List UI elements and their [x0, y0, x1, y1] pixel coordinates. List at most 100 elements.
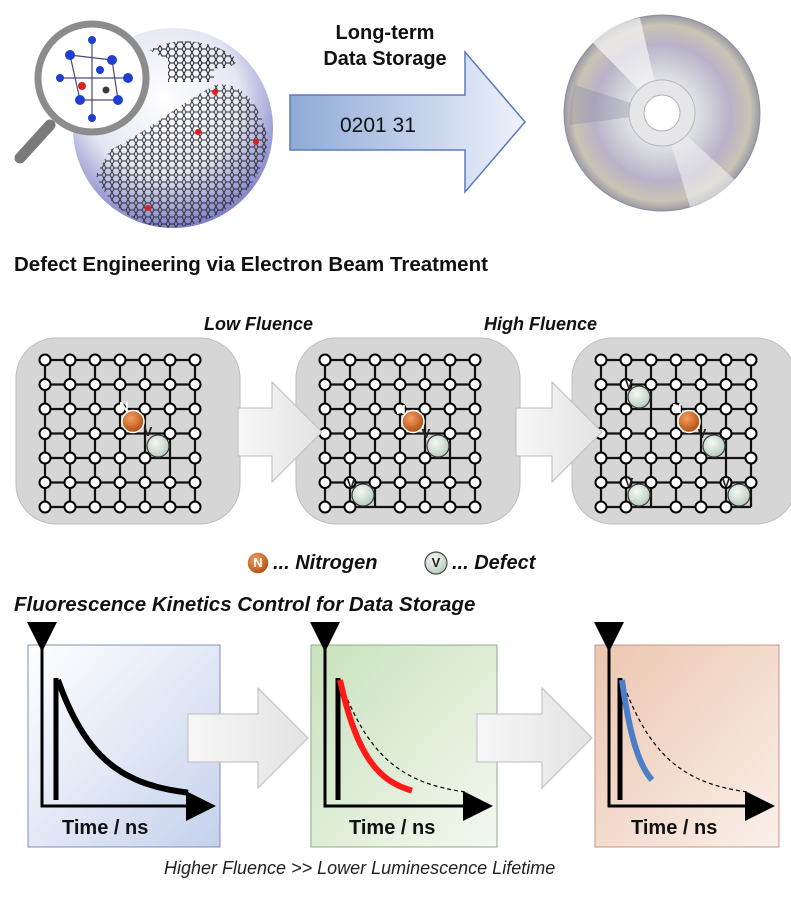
panel3-xlabel: Time / ns	[631, 817, 718, 839]
lattice-atom	[138, 500, 152, 514]
lattice-atom	[63, 427, 77, 440]
lattice-atom	[619, 451, 633, 465]
lattice-atom	[468, 427, 482, 440]
lattice-atom	[669, 451, 683, 465]
lattice-atom	[343, 402, 357, 416]
defect-site	[627, 385, 651, 409]
decay-curve-3	[619, 679, 655, 782]
lattice-atom	[188, 500, 202, 514]
lattice-atom	[719, 378, 733, 391]
lattice-atom	[188, 353, 202, 367]
arrow-title-line1: Long-term	[335, 22, 435, 44]
nitrogen-atom	[677, 409, 701, 434]
lattice-atom	[744, 402, 758, 416]
lattice-atom	[88, 427, 102, 440]
lattice-atom	[163, 353, 177, 367]
lattice-atom	[669, 402, 683, 416]
lattice-atom	[694, 402, 708, 416]
lattice-atom	[88, 500, 102, 514]
lattice-atom	[669, 500, 683, 514]
decay-curve-2	[337, 679, 413, 794]
lattice-atom	[443, 476, 457, 489]
lattice-atom	[113, 402, 127, 416]
lattice3-nitrogen-symbol: N	[672, 401, 682, 416]
lattice3-defect-symbol-3: V	[624, 475, 634, 490]
lattice-atom	[88, 353, 102, 367]
lattice-atom	[594, 378, 608, 391]
compact-disc-icon	[563, 14, 761, 212]
lattice-atom	[38, 500, 52, 514]
lattice-atom	[619, 402, 633, 416]
lattice-atom	[343, 353, 357, 367]
lattice-atom	[63, 378, 77, 391]
lattice-atom	[318, 378, 332, 391]
lattice-atom	[443, 427, 457, 440]
legend-defect-marker	[424, 551, 448, 575]
lattice-atom	[113, 500, 127, 514]
lattice-atom	[619, 427, 633, 440]
plot-axes-3	[594, 622, 775, 821]
nitrogen-atom	[401, 409, 425, 434]
lattice-atom	[694, 500, 708, 514]
lattice-atom	[63, 402, 77, 416]
lattice-arrow-1	[237, 380, 323, 484]
arrow-title-line2: Data Storage	[323, 48, 447, 70]
lattice-atom	[644, 427, 658, 440]
lattice-atom	[368, 451, 382, 465]
lattice-atom	[188, 402, 202, 416]
lattice-atom	[38, 427, 52, 440]
lattice-atom	[619, 476, 633, 489]
lattice-atom	[368, 476, 382, 489]
lattice-atom	[744, 378, 758, 391]
lattice-atom	[188, 451, 202, 465]
lattice3-defect-symbol-2: V	[697, 426, 707, 441]
lattice-atom	[88, 451, 102, 465]
lattice-atom	[669, 378, 683, 391]
defect-site	[627, 483, 651, 507]
lattice-atom	[343, 451, 357, 465]
lattice-atom	[443, 402, 457, 416]
legend-defect-text: ... Defect	[452, 552, 536, 574]
lattice-atom	[694, 353, 708, 367]
lattice-atom	[318, 500, 332, 514]
storage-arrow	[289, 49, 526, 195]
lattice-atom	[594, 451, 608, 465]
lattice-atom	[88, 476, 102, 489]
lattice1-nitrogen-symbol: N	[119, 399, 129, 414]
lattice-atom	[418, 476, 432, 489]
lattice-atom	[644, 451, 658, 465]
lattice-atom	[594, 353, 608, 367]
lattice-atom	[418, 451, 432, 465]
lattice-atom	[38, 451, 52, 465]
lattice-atom	[318, 402, 332, 416]
lattice-atom	[318, 476, 332, 489]
lattice-atom	[138, 353, 152, 367]
lattice-atom	[669, 427, 683, 440]
lattice-panels	[15, 337, 791, 525]
lattice-atom	[443, 353, 457, 367]
lattice-atom	[113, 378, 127, 391]
lattice-atom	[719, 476, 733, 489]
lattice-atom	[38, 476, 52, 489]
lattice-atom	[163, 500, 177, 514]
lattice-atom	[138, 476, 152, 489]
lattice-atom	[719, 353, 733, 367]
lattice-atom	[744, 353, 758, 367]
lattice-atom	[343, 476, 357, 489]
lattice-atom	[669, 476, 683, 489]
lattice-atom	[343, 378, 357, 391]
reference-decay-2	[339, 679, 469, 793]
lattice-atom	[468, 402, 482, 416]
lattice-atom	[318, 353, 332, 367]
lattice2-nitrogen-symbol: N	[396, 402, 406, 417]
defect-site	[727, 483, 751, 507]
lattice-atom	[719, 500, 733, 514]
lattice-atom	[138, 378, 152, 391]
lattice-atom	[163, 378, 177, 391]
lattice-atom	[468, 476, 482, 489]
lattice-atom	[644, 353, 658, 367]
legend-nitrogen-text: ... Nitrogen	[273, 552, 378, 574]
lattice-atom	[163, 402, 177, 416]
lattice-atom	[719, 427, 733, 440]
